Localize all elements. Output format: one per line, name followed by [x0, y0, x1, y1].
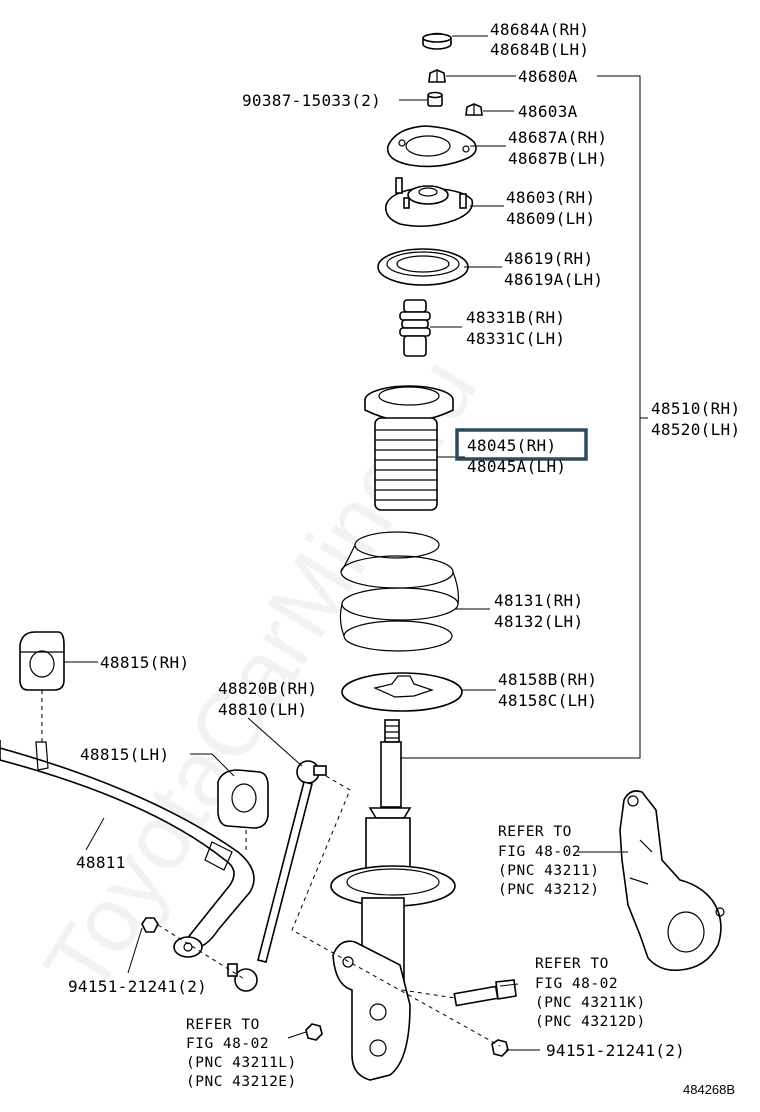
- label-48158c: 48158C(LH): [498, 691, 597, 710]
- refer-block-knuckle[interactable]: REFER TO FIG 48-02 (PNC 43211) (PNC 4321…: [498, 824, 600, 898]
- steering-knuckle-icon: [619, 790, 725, 972]
- label-48815-lh: 48815(LH): [80, 745, 169, 764]
- stabilizer-link-48820-icon: [227, 760, 327, 992]
- label-48045[interactable]: 48045(RH): [467, 436, 556, 455]
- plate-48687-icon: [386, 125, 477, 168]
- figure-id: 484268B: [683, 1082, 735, 1097]
- label-94151-left: 94151-21241(2): [68, 977, 207, 996]
- label-94151-right: 94151-21241(2): [546, 1041, 685, 1060]
- refer2-line4: (PNC 43212D): [535, 1014, 646, 1030]
- refer-block-bolt[interactable]: REFER TO FIG 48-02 (PNC 43211K) (PNC 432…: [535, 956, 646, 1030]
- bushing-48815-rh-icon: [19, 631, 65, 691]
- nut-94151-left-icon: [141, 917, 159, 933]
- collar-90387-icon: [427, 91, 443, 107]
- label-48810: 48810(LH): [218, 700, 307, 719]
- label-48811: 48811: [76, 853, 126, 872]
- cap-48684-icon: [422, 32, 452, 50]
- refer2-line1: REFER TO: [535, 956, 609, 972]
- nut-48680-icon: [428, 69, 446, 83]
- label-48331b: 48331B(RH): [466, 308, 565, 327]
- refer1-line2: FIG 48-02: [498, 844, 581, 860]
- highlight-box-48045: [455, 428, 588, 461]
- coil-spring-48131-icon: [339, 531, 460, 652]
- refer2-line2: FIG 48-02: [535, 976, 618, 992]
- refer1-line3: (PNC 43211): [498, 863, 600, 879]
- nut-48603a-icon: [465, 103, 483, 116]
- shock-absorber-icon: [330, 719, 456, 1081]
- refer3-line3: (PNC 43211L): [186, 1055, 297, 1071]
- label-48619: 48619(RH): [504, 249, 593, 268]
- label-48603: 48603(RH): [506, 188, 595, 207]
- label-48815-rh: 48815(RH): [100, 653, 189, 672]
- label-48687a: 48687A(RH): [508, 128, 607, 147]
- label-48609: 48609(LH): [506, 209, 595, 228]
- label-48619a: 48619A(LH): [504, 270, 603, 289]
- refer3-line4: (PNC 43212E): [186, 1074, 297, 1090]
- label-48132: 48132(LH): [494, 612, 583, 631]
- refer1-line4: (PNC 43212): [498, 882, 600, 898]
- refer-block-nut[interactable]: REFER TO FIG 48-02 (PNC 43211L) (PNC 432…: [186, 1017, 297, 1090]
- label-48158b: 48158B(RH): [498, 670, 597, 689]
- label-48687b: 48687B(LH): [508, 149, 607, 168]
- label-48680a: 48680A: [518, 67, 578, 86]
- refer3-line1: REFER TO: [186, 1017, 260, 1033]
- refer2-line3: (PNC 43211K): [535, 995, 646, 1011]
- stabilizer-bar-48811-icon: [0, 740, 255, 958]
- label-90387: 90387-15033(2): [242, 91, 381, 110]
- support-48603-icon: [384, 177, 474, 228]
- refer1-line1: REFER TO: [498, 824, 572, 840]
- bearing-48619-icon: [377, 248, 469, 286]
- spring-seat-48158-icon: [341, 672, 463, 712]
- nut-lower-left-icon: [305, 1023, 323, 1041]
- bolt-icon: [453, 979, 517, 1007]
- label-48684b: 48684B(LH): [490, 40, 589, 59]
- bump-stopper-48331-icon: [399, 299, 431, 357]
- bushing-48815-lh-icon: [217, 769, 269, 829]
- label-48510: 48510(RH): [651, 399, 740, 418]
- label-48131: 48131(RH): [494, 591, 583, 610]
- label-48684a: 48684A(RH): [490, 20, 589, 39]
- label-48045a: 48045A(LH): [467, 457, 566, 476]
- label-48603a: 48603A: [518, 102, 578, 121]
- insulator-boot-48045-icon: [364, 385, 454, 511]
- label-48331c: 48331C(LH): [466, 329, 565, 348]
- refer3-line2: FIG 48-02: [186, 1036, 269, 1052]
- label-48520: 48520(LH): [651, 420, 740, 439]
- label-48820b: 48820B(RH): [218, 679, 317, 698]
